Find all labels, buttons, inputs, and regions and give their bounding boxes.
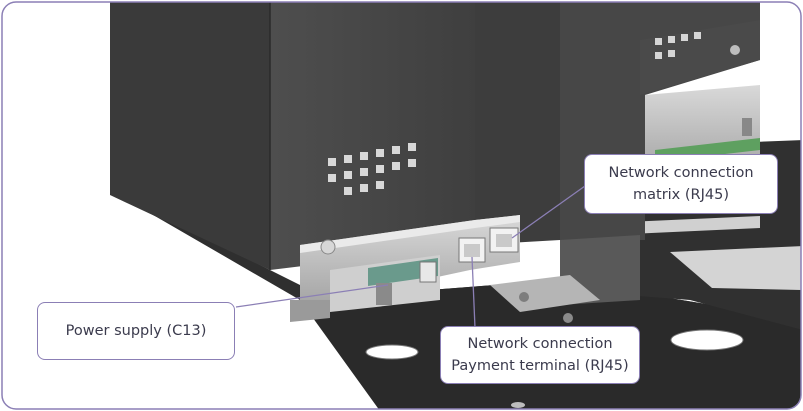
callout-matrix-line2: matrix (RJ45) bbox=[633, 187, 729, 203]
callout-payment-line1: Network connection bbox=[467, 336, 613, 352]
callout-matrix-line1: Network connection bbox=[608, 165, 754, 181]
mounting-bracket bbox=[490, 275, 600, 323]
callout-payment-rj45: Network connection Payment terminal (RJ4… bbox=[440, 326, 640, 384]
callout-power-line1: Power supply (C13) bbox=[65, 323, 207, 339]
left-housing bbox=[110, 2, 475, 270]
leader-line-power bbox=[235, 284, 389, 308]
leader-lines bbox=[235, 185, 586, 329]
leader-line-payment bbox=[471, 256, 476, 329]
callout-matrix-rj45: Network connection matrix (RJ45) bbox=[584, 154, 778, 214]
connector-module bbox=[290, 215, 520, 322]
leader-line-matrix bbox=[511, 185, 586, 239]
callout-power-supply: Power supply (C13) bbox=[37, 302, 235, 360]
callout-payment-line2: Payment terminal (RJ45) bbox=[451, 358, 629, 374]
